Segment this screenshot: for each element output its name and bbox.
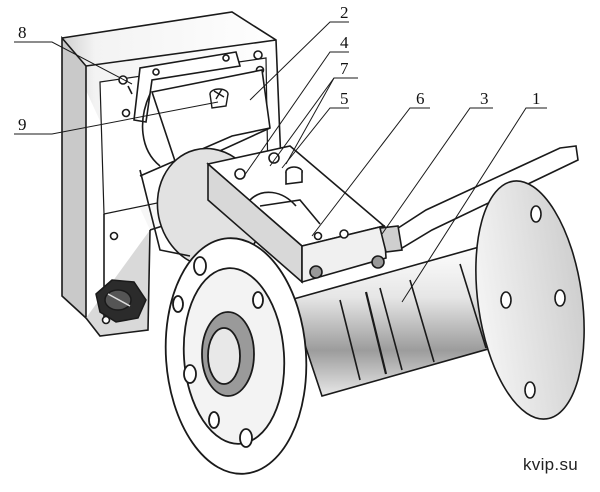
part-1-lever-handle [379, 145, 579, 253]
part-6-actuator-block [206, 145, 387, 284]
callout-8: 8 [18, 23, 27, 42]
callout-labels: 1 2 3 4 5 6 7 8 9 [18, 3, 541, 134]
cable-gland [95, 279, 147, 323]
rear-flange [475, 180, 585, 420]
block-screws [234, 152, 385, 279]
leader-lines [14, 21, 547, 303]
flange-bolt-holes [172, 256, 264, 448]
callout-1: 1 [532, 89, 541, 108]
callout-3: 3 [480, 89, 489, 108]
callout-5: 5 [340, 89, 349, 108]
front-flange [164, 237, 308, 475]
callout-9: 9 [18, 115, 27, 134]
callout-6: 6 [416, 89, 425, 108]
callout-2: 2 [340, 3, 349, 22]
callout-4: 4 [340, 33, 349, 52]
callout-7: 7 [340, 59, 349, 78]
part-9-screw [209, 88, 229, 109]
part-8-bracket [127, 51, 242, 123]
watermark-text: kvip.su [522, 455, 578, 474]
